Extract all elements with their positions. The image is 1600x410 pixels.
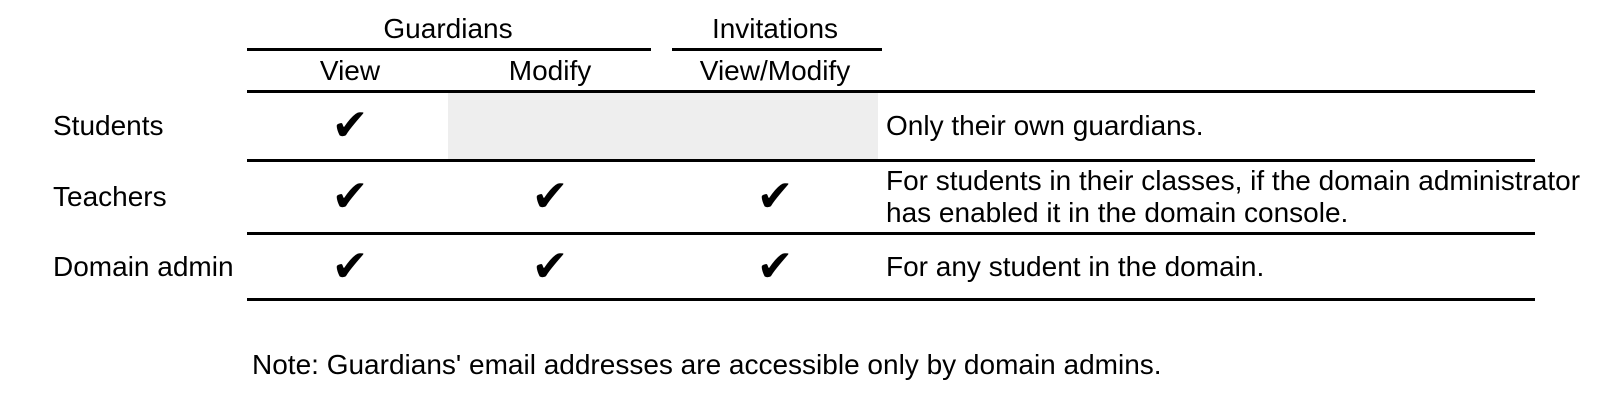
row-label-students: Students (53, 110, 164, 141)
row-label-domain-admin: Domain admin (53, 250, 234, 282)
row-note-students: Only their own guardians. (886, 93, 1592, 159)
note-line: For any student in the domain. (886, 250, 1265, 282)
check-icon: ✔ (331, 240, 369, 292)
invitations-underline (672, 48, 882, 51)
group-header-invitations: Invitations (711, 13, 839, 44)
row-rule (247, 159, 1535, 162)
students-shaded-cell (448, 93, 878, 159)
column-header-view-modify: View/Modify (699, 55, 851, 86)
note-line: Only their own guardians. (886, 110, 1204, 141)
note-line: For students in their classes, if the do… (886, 165, 1581, 196)
check-icon: ✔ (756, 171, 794, 222)
row-note-teachers: For students in their classes, if the do… (886, 162, 1592, 232)
check-icon: ✔ (331, 100, 369, 151)
column-header-view: View (319, 55, 381, 86)
check-icon: ✔ (331, 171, 369, 222)
footnote: Note: Guardians' email addresses are acc… (252, 349, 1162, 380)
guardians-underline (247, 48, 651, 51)
check-icon: ✔ (531, 240, 569, 292)
group-header-guardians: Guardians (383, 13, 513, 44)
header-rule (247, 90, 1535, 93)
row-note-domain-admin: For any student in the domain. (886, 235, 1592, 298)
row-rule (247, 298, 1535, 301)
check-icon: ✔ (531, 171, 569, 222)
check-icon: ✔ (756, 240, 794, 292)
note-line: has enabled it in the domain console. (886, 197, 1349, 228)
row-label-teachers: Teachers (53, 181, 167, 212)
row-rule (247, 232, 1535, 235)
column-header-modify: Modify (508, 55, 592, 86)
